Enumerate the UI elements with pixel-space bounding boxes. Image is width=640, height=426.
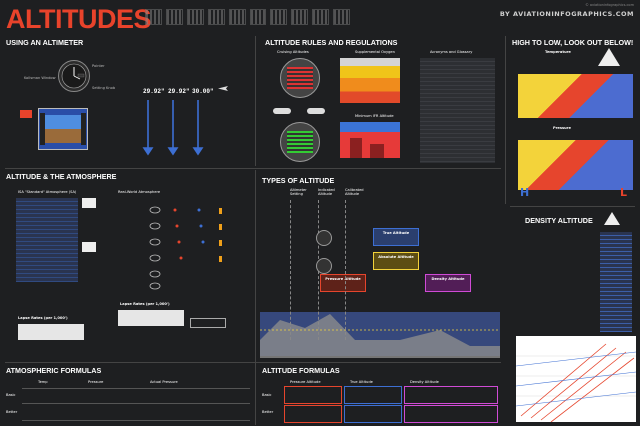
formula-row-basic xyxy=(22,388,250,404)
temperature-diagram xyxy=(518,74,633,118)
terrain-profile xyxy=(260,314,500,358)
setting-arrows xyxy=(142,100,204,156)
supplemental-title: Supplemental Oxygen xyxy=(355,50,395,54)
divider xyxy=(5,362,501,363)
section-heading-density: DENSITY ALTITUDE xyxy=(525,216,593,225)
lapse-rates-title-b: Lapse Rates (per 1,000') xyxy=(120,302,170,306)
section-heading-alt-formulas: ALTITUDE FORMULAS xyxy=(262,366,340,375)
warning-marker xyxy=(20,110,32,118)
pressure-title: Pressure xyxy=(553,126,571,130)
temperature-title: Temperature xyxy=(545,50,571,54)
divider xyxy=(255,36,256,166)
true-formula-better xyxy=(344,405,402,423)
altimeter-label: Pointer xyxy=(92,64,105,68)
glass-cockpit-display xyxy=(38,108,88,150)
divider xyxy=(510,206,635,207)
altimeter-icon xyxy=(316,258,332,274)
section-heading-atm-formulas: ATMOSPHERIC FORMULAS xyxy=(6,366,102,375)
reference-line xyxy=(345,200,347,340)
cruising-altitude-dial xyxy=(280,58,320,98)
glossary-list xyxy=(420,58,495,163)
pressure-formula-basic xyxy=(284,386,342,404)
formula-row-better xyxy=(22,404,250,421)
info-pill xyxy=(190,318,226,328)
pressure-altitude-box: Pressure Altitude xyxy=(320,274,366,292)
minimum-title: Minimum IFR Altitude xyxy=(355,114,394,118)
divider xyxy=(5,168,501,169)
section-heading-rules: ALTITUDE RULES AND REGULATIONS xyxy=(265,38,398,47)
cruising-altitude-dial xyxy=(280,122,320,162)
altimeter-label: Setting Knob xyxy=(92,86,116,90)
lapse-rates-title: Lapse Rates (per 1,000') xyxy=(18,316,68,320)
ifr-chart xyxy=(340,122,400,158)
altimeter-setting-3: 30.00" xyxy=(192,88,214,95)
altimeter-label: Kollsman Window xyxy=(24,76,56,80)
alt-formula-col: True Altitude xyxy=(350,380,373,384)
alt-formula-col: Density Altitude xyxy=(410,380,439,384)
header-pattern xyxy=(145,9,351,25)
altimeter-gauge xyxy=(58,60,90,92)
divider xyxy=(505,36,506,204)
density-altitude-label: Density Altitude xyxy=(431,277,465,281)
section-heading-types: TYPES OF ALTITUDE xyxy=(262,176,335,185)
true-altitude-label: True Altitude xyxy=(382,231,410,235)
density-notes xyxy=(525,232,595,330)
calibrated-label: Calibrated Altitude xyxy=(345,188,364,197)
page-title: ALTITUDES xyxy=(6,4,152,34)
pressure-diagram xyxy=(518,140,633,190)
pressure-altitude-label: Pressure Altitude xyxy=(325,277,361,281)
density-chart xyxy=(516,336,636,422)
formula-row: Basic xyxy=(6,393,16,397)
pressure-formula-better xyxy=(284,405,342,423)
density-table xyxy=(600,232,632,332)
alt-formula-row: Basic xyxy=(262,393,272,397)
note-box xyxy=(82,198,96,208)
altimeter-setting-2: 29.92" xyxy=(168,88,190,95)
cruising-title: Cruising Altitudes xyxy=(277,50,309,54)
indicated-label: Indicated Altitude xyxy=(318,188,335,197)
warning-triangle-icon xyxy=(598,48,620,66)
isa-title: ISA "Standard" Atmosphere (SA) xyxy=(18,190,77,194)
header-subtitle: © aviationinfographics.com xyxy=(585,3,634,7)
direction-pill xyxy=(273,108,291,114)
section-heading-high-low: HIGH TO LOW, LOOK OUT BELOW! xyxy=(512,38,634,47)
real-atmosphere-diagram xyxy=(149,206,222,290)
absolute-altitude-label: Absolute Altitude xyxy=(378,255,414,259)
lapse-rates-table xyxy=(18,324,84,340)
isa-table xyxy=(16,198,78,282)
true-formula-basic xyxy=(344,386,402,404)
direction-pill xyxy=(307,108,325,114)
section-heading-altimeter: USING AN ALTIMETER xyxy=(6,38,84,47)
oxygen-chart xyxy=(340,58,400,103)
altimeter-setting-label: Altimeter Setting xyxy=(290,188,307,197)
acronyms-title: Acronyms and Glossary xyxy=(430,50,473,54)
site-credit: BY AVIATIONINFOGRAPHICS.COM xyxy=(499,10,634,18)
density-formula-basic xyxy=(404,386,498,404)
low-pressure-marker: L xyxy=(620,186,628,199)
absolute-altitude-box: Absolute Altitude xyxy=(373,252,419,270)
plane-icon xyxy=(218,86,228,91)
alt-formula-col: Pressure Altitude xyxy=(290,380,321,384)
altimeter-icon xyxy=(316,230,332,246)
formula-col: Actual Pressure xyxy=(150,380,178,384)
altimeter-setting-1: 29.92" xyxy=(143,88,165,95)
high-pressure-marker: H xyxy=(520,186,530,199)
divider xyxy=(255,170,256,425)
reference-line xyxy=(290,200,292,340)
formula-col: Temp xyxy=(38,380,48,384)
lapse-rates-table-b xyxy=(118,310,184,326)
density-formula-better xyxy=(404,405,498,423)
real-atmosphere-title: Real-World Atmosphere xyxy=(118,190,161,194)
density-altitude-box: Density Altitude xyxy=(425,274,471,292)
section-heading-atmosphere: ALTITUDE & THE ATMOSPHERE xyxy=(6,172,117,181)
alt-formula-row: Better xyxy=(262,410,274,414)
formula-col: Pressure xyxy=(88,380,104,384)
warning-triangle-icon xyxy=(604,212,620,225)
formula-row: Better xyxy=(6,410,18,414)
note-box xyxy=(82,242,96,252)
true-altitude-box: True Altitude xyxy=(373,228,419,246)
